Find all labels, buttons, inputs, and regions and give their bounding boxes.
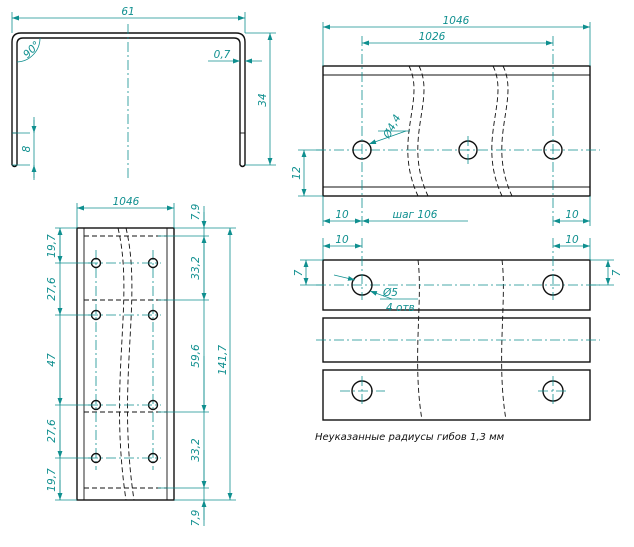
top-hole-diameter-label: Ø4,4 [381, 113, 404, 142]
dim-34-label: 34 [257, 93, 269, 106]
bottom-break-1 [417, 259, 423, 421]
profile-right-lip [239, 164, 246, 168]
bottom-hole-diameter-label: Ø5 [382, 287, 398, 299]
top-hole-leader [368, 130, 407, 145]
bottom-right-view: 10 10 7 7 Ø5 4 отв [293, 234, 623, 421]
left-chain-label-3: 47 [46, 353, 58, 367]
top-dim-pitch-label: шаг 106 [393, 209, 438, 221]
right-chain-label-3: 33,2 [190, 438, 202, 462]
bottom-dim-7-right-label: 7 [611, 269, 623, 276]
bottom-break-2 [501, 259, 507, 421]
bottom-dim-7-left-label: 7 [293, 269, 305, 276]
break-line-2 [491, 65, 503, 197]
right-chain-label-2: 59,6 [190, 344, 202, 368]
bottom-hole-count-label: 4 отв [386, 302, 415, 314]
profile-view: 61 90° 0,7 34 8 [11, 6, 276, 180]
left-chain-label-2: 27,6 [46, 277, 58, 301]
left-break-2 [125, 227, 135, 501]
break-line-2b [501, 65, 513, 197]
panel-row-3 [322, 369, 591, 421]
top-dim-1026-label: 1026 [419, 31, 446, 43]
profile-left-lip [11, 164, 18, 168]
left-chain-label-4: 27,6 [46, 419, 58, 443]
left-dim-1046-label: 1046 [113, 196, 140, 208]
right-chain-label-1: 33,2 [190, 256, 202, 280]
left-chain-label-5: 19,7 [46, 468, 58, 492]
break-line-1 [407, 65, 419, 197]
top-dim-10-right-label: 10 [565, 209, 579, 221]
bottom-hole-leader-2 [369, 290, 393, 300]
top-right-outline [322, 65, 591, 197]
right-bottom-label: 7,9 [190, 509, 202, 526]
bottom-dim-10-right-label: 10 [565, 234, 579, 246]
top-dim-1046-label: 1046 [443, 15, 470, 27]
bend-radius-note: Неуказанные радиусы гибов 1,3 мм [315, 431, 505, 443]
dim-61-label: 61 [121, 6, 134, 18]
total-dim-label: 141,7 [217, 345, 229, 375]
left-chain-label-1: 19,7 [46, 234, 58, 258]
left-view: 1046 19,7 27,6 47 27,6 19,7 7,9 [46, 196, 236, 526]
right-top-label: 7,9 [190, 203, 202, 220]
bottom-hole-leader [333, 274, 356, 281]
angle-arc [16, 37, 41, 63]
profile-outline [11, 32, 246, 165]
top-dim-12-label: 12 [291, 166, 303, 180]
profile-inner-outline [16, 37, 241, 165]
left-outline [76, 227, 175, 501]
dim-8-label: 8 [21, 145, 33, 152]
bottom-dim-10-left-label: 10 [335, 234, 349, 246]
top-right-view: 1046 1026 Ø4,4 12 10 шаг 106 10 [291, 15, 600, 226]
break-line-1b [417, 65, 429, 197]
top-dim-10-left-label: 10 [335, 209, 349, 221]
left-break-1 [117, 227, 127, 501]
dim-07-label: 0,7 [214, 49, 231, 61]
